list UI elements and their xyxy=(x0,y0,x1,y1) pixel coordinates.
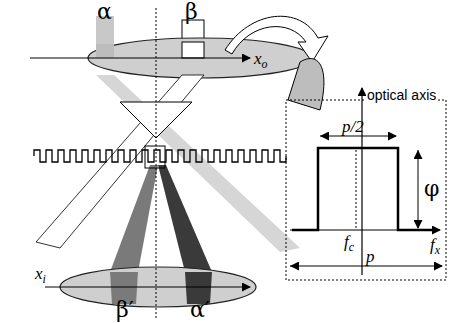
phase-dimension xyxy=(418,150,419,228)
phase-grating xyxy=(34,150,286,162)
beam-label: β′ xyxy=(116,299,134,321)
dimension-label: p xyxy=(366,248,375,265)
axis-label: xo xyxy=(254,50,268,70)
beam-label: β xyxy=(185,1,198,23)
frequency-label: fc xyxy=(343,233,355,253)
beam-alpha-prime xyxy=(158,165,212,272)
fc-marker xyxy=(356,150,357,230)
period-dimension xyxy=(290,266,442,267)
dimension-label: p/2 xyxy=(342,118,364,135)
dimension-label: φ xyxy=(424,178,439,200)
optical-axis-line xyxy=(361,88,362,275)
grating-detail-box xyxy=(145,146,165,168)
half-period-dimension xyxy=(320,136,396,137)
beam-label: α′ xyxy=(190,299,210,321)
xo-axis xyxy=(30,58,250,59)
inset-pointer-arrow xyxy=(225,16,328,62)
phase-filter-profile xyxy=(292,148,432,230)
axis-label: xi xyxy=(34,265,47,285)
inset-box xyxy=(286,100,446,280)
beam-beta-prime xyxy=(110,165,158,272)
inset-link-shade xyxy=(288,59,324,110)
axis-label: fx xyxy=(430,236,440,256)
axis-label: optical axis xyxy=(366,88,437,102)
beam-label: α xyxy=(97,1,112,23)
xi-axis xyxy=(45,287,250,288)
system-axis xyxy=(156,8,157,318)
